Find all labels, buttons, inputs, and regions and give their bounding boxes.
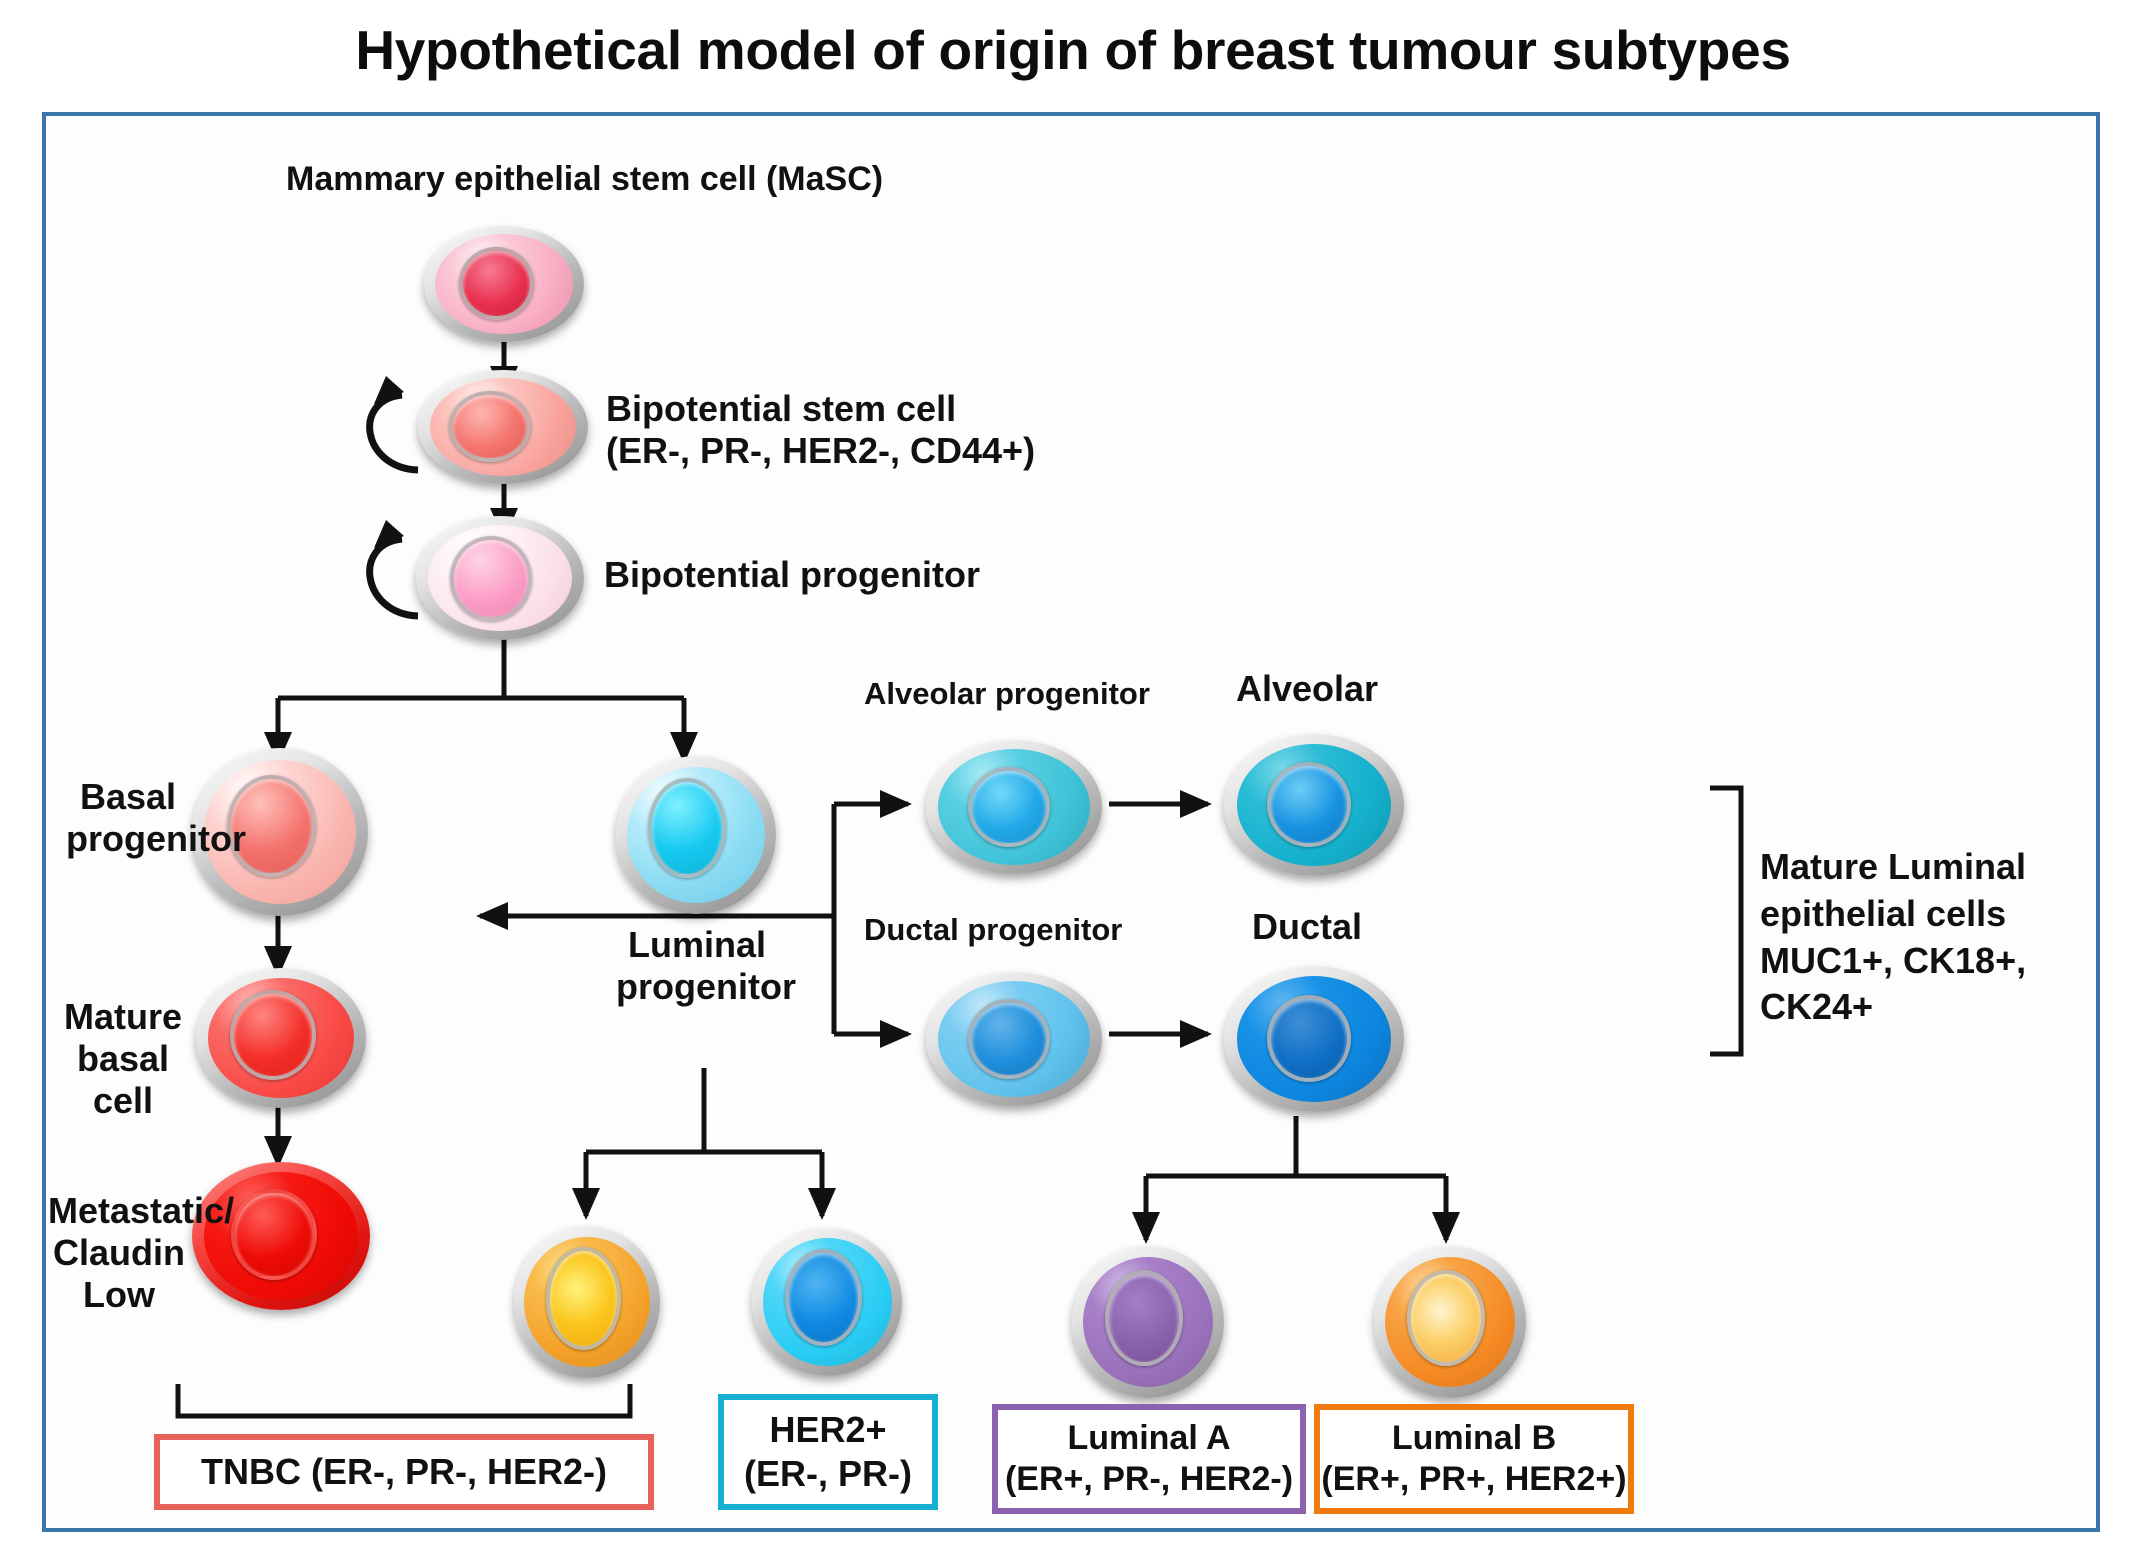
cell-ductal-progenitor (926, 972, 1102, 1106)
label-mature-basal-cell: Mature basal cell (63, 996, 183, 1121)
label-mature-luminal-epithelial-cells: Mature Luminal epithelial cells MUC1+, C… (1760, 846, 2027, 1028)
label-masc: Mammary epithelial stem cell (MaSC) (286, 160, 884, 198)
cell-ductal (1224, 966, 1404, 1112)
cell-bipotential-progenitor (416, 516, 584, 640)
diagram-frame: Mammary epithelial stem cell (MaSC) Bipo… (42, 112, 2100, 1532)
cell-mature-basal-cell (196, 968, 366, 1108)
label-alveolar: Alveolar (1236, 668, 1379, 709)
label-alveolar-progenitor: Alveolar progenitor (864, 676, 1150, 711)
label-metastatic-claudin-low: Metastatic/ Claudin Low (48, 1190, 235, 1315)
cell-masc (424, 226, 584, 342)
label-basal-progenitor: Basal progenitor (66, 776, 246, 859)
cell-alveolar (1224, 734, 1404, 876)
cell-luminal-progenitor (616, 756, 776, 914)
label-bipotential-progenitor: Bipotential progenitor (604, 554, 980, 595)
cell-luminal-b (1374, 1246, 1526, 1398)
label-ductal: Ductal (1252, 906, 1363, 947)
page-title: Hypothetical model of origin of breast t… (355, 19, 1791, 81)
label-ductal-progenitor: Ductal progenitor (864, 912, 1123, 947)
cell-bipotential-stem-cell (418, 370, 588, 484)
cell-basal-progenitor (192, 748, 368, 916)
cell-metastatic-claudin-low (192, 1162, 370, 1310)
box-luminal-a[interactable]: Luminal A (ER+, PR-, HER2-) (992, 1404, 1306, 1514)
box-her2[interactable]: HER2+ (ER-, PR-) (718, 1394, 938, 1510)
cell-tnbc-orange (514, 1226, 660, 1378)
box-luminal-b[interactable]: Luminal B (ER+, PR+, HER2+) (1314, 1404, 1634, 1514)
label-luminal-progenitor: Luminal progenitor (616, 924, 796, 1007)
cell-her2 (752, 1228, 902, 1376)
label-bipotential-stem-cell: Bipotential stem cell (ER-, PR-, HER2-, … (606, 388, 1036, 471)
cell-luminal-a (1072, 1246, 1224, 1398)
box-tnbc[interactable]: TNBC (ER-, PR-, HER2-) (154, 1434, 654, 1510)
cell-alveolar-progenitor (926, 740, 1102, 874)
